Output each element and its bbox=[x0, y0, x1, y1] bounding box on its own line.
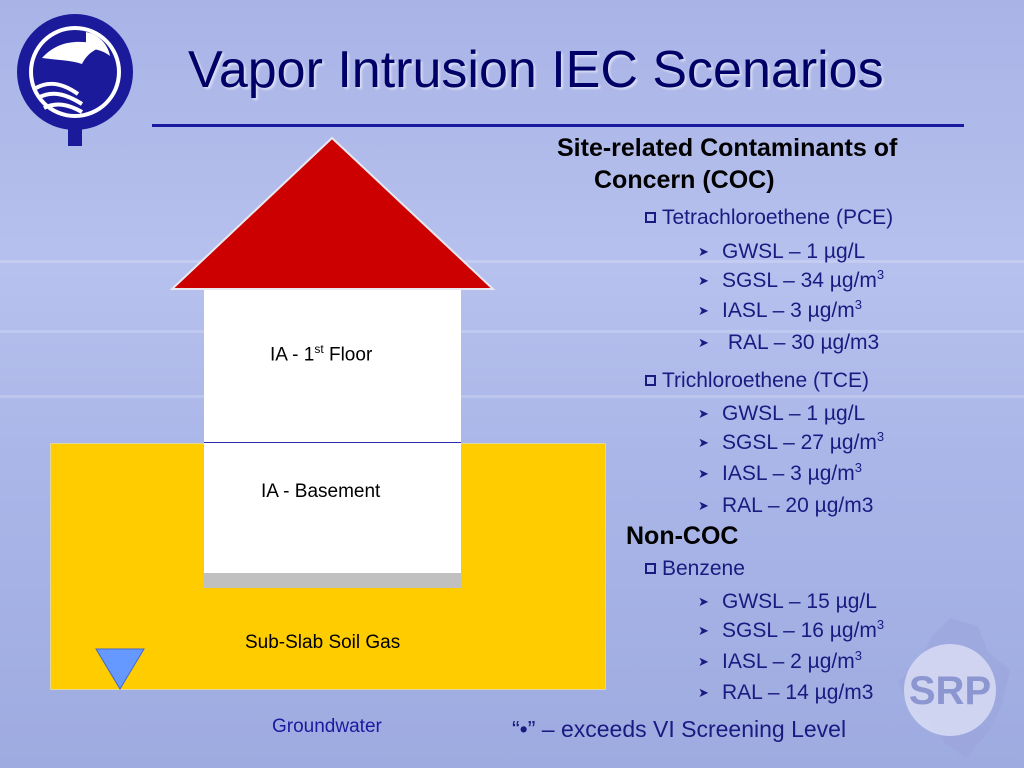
list-item: ➤GWSL – 15 µg/L bbox=[698, 590, 877, 613]
arrowhead-bullet-icon: ➤ bbox=[698, 273, 709, 288]
arrowhead-bullet-icon: ➤ bbox=[698, 435, 709, 450]
non-coc-heading: Non-COC bbox=[626, 522, 739, 550]
list-item: ➤IASL – 3 µg/m3 bbox=[698, 460, 862, 485]
svg-text:SRP: SRP bbox=[909, 669, 991, 713]
chemical-benzene: Benzene bbox=[645, 557, 745, 581]
footnote: “•” – exceeds VI Screening Level bbox=[512, 716, 847, 742]
list-item: ➤GWSL – 1 µg/L bbox=[698, 240, 866, 263]
groundwater-label: Groundwater bbox=[272, 716, 382, 737]
srp-seal-icon: SRP bbox=[898, 618, 1010, 758]
chemical-tce: Trichloroethene (TCE) bbox=[645, 369, 869, 393]
concrete-slab bbox=[204, 573, 461, 588]
arrowhead-bullet-icon: ➤ bbox=[698, 335, 709, 350]
background-stripe bbox=[0, 395, 1024, 398]
subslab-soil-gas-label: Sub-Slab Soil Gas bbox=[245, 632, 401, 653]
arrowhead-bullet-icon: ➤ bbox=[698, 654, 709, 669]
list-item: ➤SGSL – 34 µg/m3 bbox=[698, 267, 885, 292]
arrowhead-bullet-icon: ➤ bbox=[698, 406, 709, 421]
slide-title: Vapor Intrusion IEC Scenarios bbox=[188, 41, 884, 99]
list-item: ➤GWSL – 1 µg/L bbox=[698, 402, 866, 425]
list-item: ➤SGSL – 16 µg/m3 bbox=[698, 617, 885, 642]
bird-wave-logo-icon bbox=[17, 14, 133, 146]
checkbox-bullet-icon bbox=[645, 212, 656, 223]
list-item: ➤ RAL – 30 µg/m3 bbox=[698, 331, 880, 354]
coc-heading-line1: Site-related Contaminants of bbox=[557, 134, 898, 162]
arrowhead-bullet-icon: ➤ bbox=[698, 303, 709, 318]
basement-room bbox=[204, 443, 461, 573]
arrowhead-bullet-icon: ➤ bbox=[698, 244, 709, 259]
water-table-triangle-icon bbox=[95, 648, 145, 690]
arrowhead-bullet-icon: ➤ bbox=[698, 594, 709, 609]
background-stripe bbox=[0, 330, 1024, 333]
arrowhead-bullet-icon: ➤ bbox=[698, 466, 709, 481]
first-floor-room bbox=[204, 290, 461, 443]
first-floor-label: IA - 1st Floor bbox=[270, 342, 373, 366]
list-item: ➤RAL – 20 µg/m3 bbox=[698, 494, 874, 517]
list-item: ➤RAL – 14 µg/m3 bbox=[698, 681, 874, 704]
house-roof bbox=[170, 136, 495, 290]
chemical-pce: Tetrachloroethene (PCE) bbox=[645, 206, 893, 230]
arrowhead-bullet-icon: ➤ bbox=[698, 685, 709, 700]
list-item: ➤IASL – 3 µg/m3 bbox=[698, 297, 862, 322]
basement-label: IA - Basement bbox=[261, 481, 381, 502]
list-item: ➤SGSL – 27 µg/m3 bbox=[698, 429, 885, 454]
arrowhead-bullet-icon: ➤ bbox=[698, 498, 709, 513]
list-item: ➤IASL – 2 µg/m3 bbox=[698, 648, 862, 673]
checkbox-bullet-icon bbox=[645, 375, 656, 386]
checkbox-bullet-icon bbox=[645, 563, 656, 574]
coc-heading-line2: Concern (COC) bbox=[594, 166, 775, 194]
arrowhead-bullet-icon: ➤ bbox=[698, 623, 709, 638]
title-underline bbox=[152, 124, 964, 127]
background-stripe bbox=[0, 260, 1024, 263]
